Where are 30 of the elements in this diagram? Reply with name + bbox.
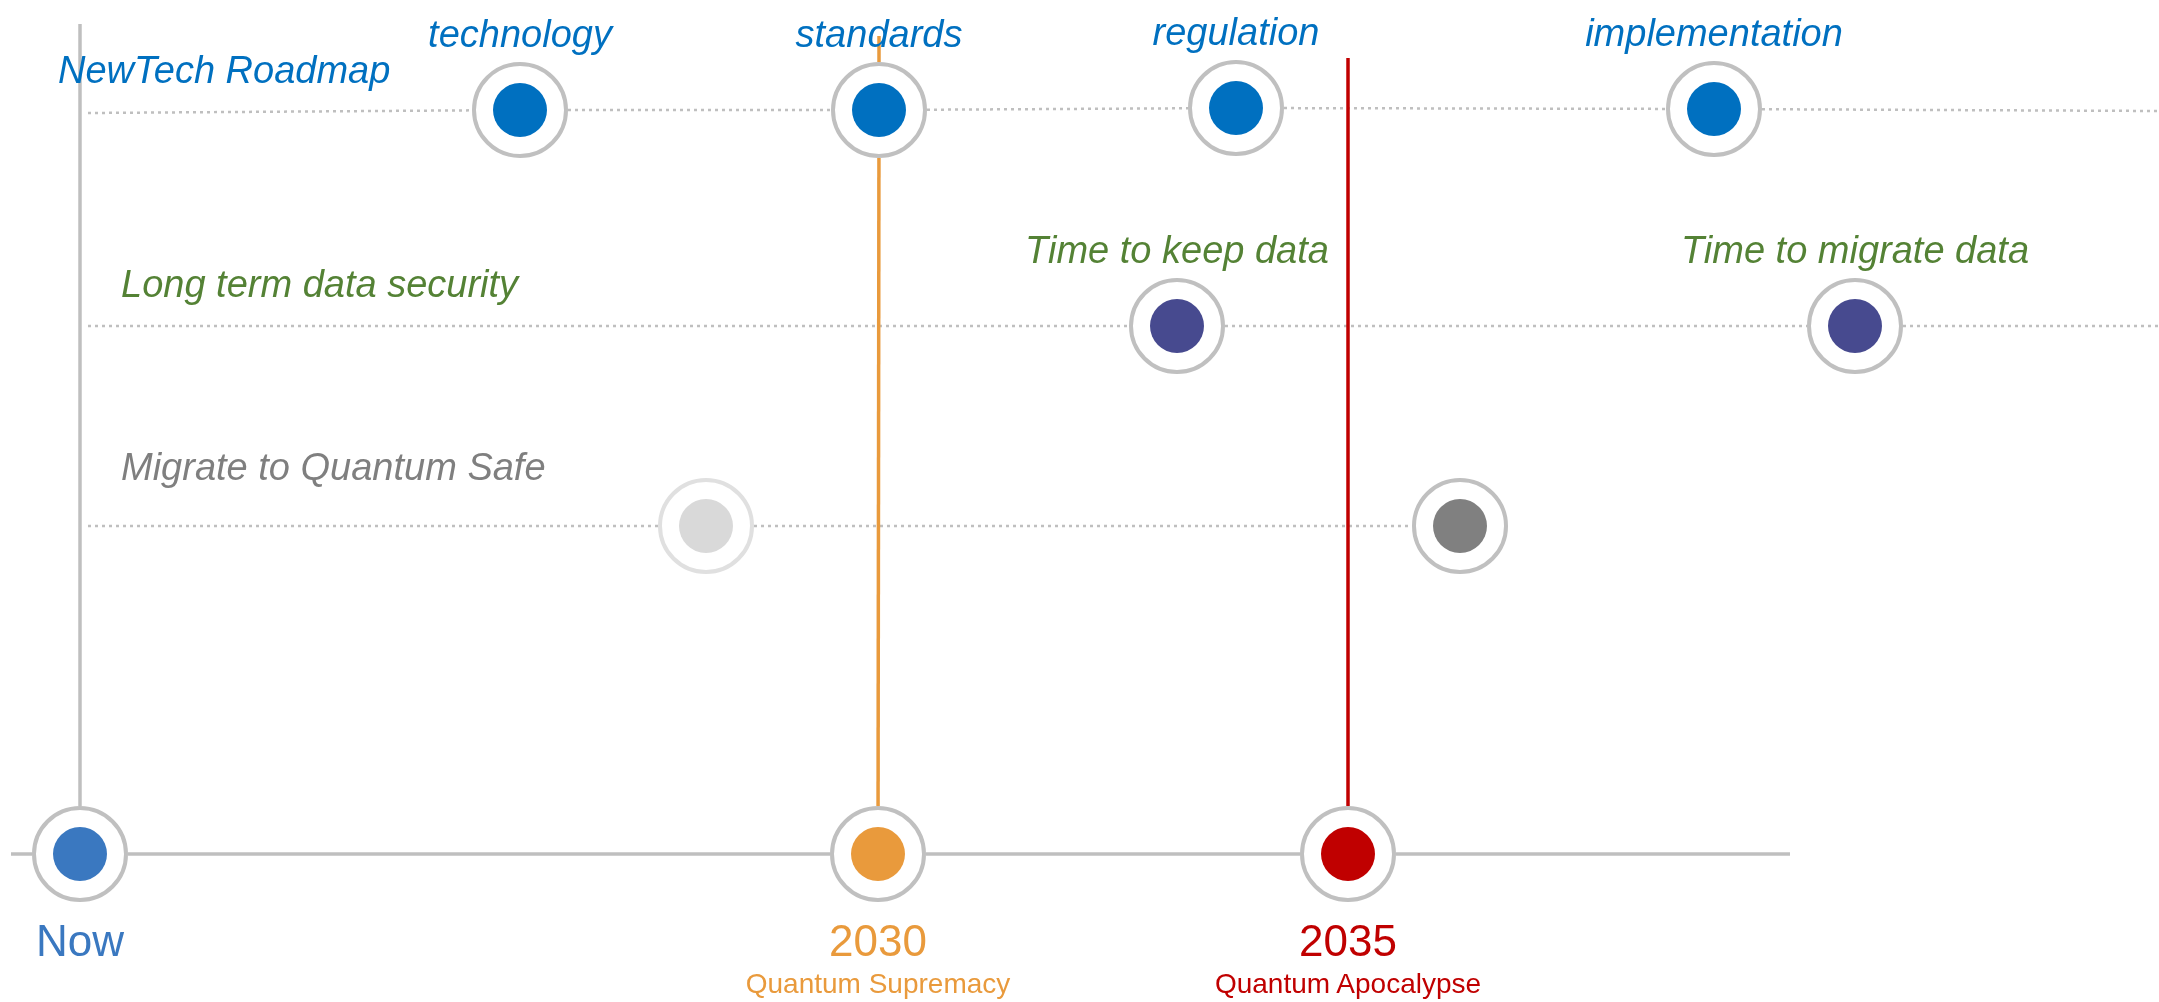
event-label: Quantum Apocalypse xyxy=(1214,968,1482,1000)
milestone-label: Time to migrate data xyxy=(1680,229,2030,272)
date-label: 2035 xyxy=(1299,916,1397,966)
dotted-line xyxy=(88,109,472,115)
row-label: Long term data security xyxy=(121,265,519,303)
row-label: Migrate to Quantum Safe xyxy=(121,448,546,486)
milestone-label: implementation xyxy=(1585,12,1843,55)
timeline-line xyxy=(128,852,830,856)
date-label: 2030 xyxy=(829,916,927,966)
timeline-line xyxy=(926,852,1300,856)
timeline-line xyxy=(876,158,881,806)
dotted-line xyxy=(568,108,831,112)
milestone-label: Time to keep data xyxy=(1025,229,1329,272)
timeline-line xyxy=(1346,58,1350,806)
dotted-line xyxy=(88,324,1129,328)
dotted-line xyxy=(1762,107,2159,113)
dotted-line xyxy=(1903,324,2159,328)
milestone-label: technology xyxy=(428,13,612,56)
event-label: Quantum Supremacy xyxy=(745,968,1011,1000)
timeline-line xyxy=(1396,852,1790,856)
timeline-line xyxy=(11,852,32,856)
dotted-line xyxy=(88,524,658,528)
timeline-line xyxy=(877,36,881,62)
date-label: Now xyxy=(36,916,124,966)
timeline-line xyxy=(78,24,82,806)
milestone-label: standards xyxy=(795,13,963,56)
dotted-line xyxy=(1284,106,1666,111)
dotted-line xyxy=(927,107,1188,111)
row-label: NewTech Roadmap xyxy=(58,51,391,89)
milestone-label: regulation xyxy=(1152,11,1320,54)
